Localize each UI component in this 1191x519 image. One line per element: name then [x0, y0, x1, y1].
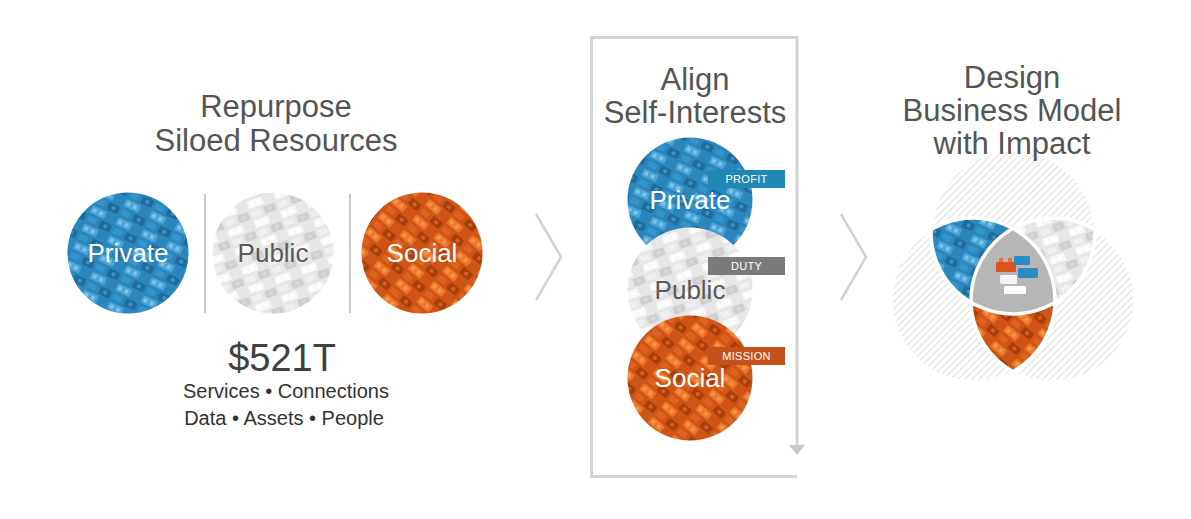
tag-text: PROFIT: [725, 174, 767, 185]
circle-label: Private: [88, 238, 169, 268]
chevron: [841, 214, 866, 300]
label-holder: $521T: [228, 337, 337, 379]
tag-text: MISSION: [722, 351, 771, 362]
section-heading: Repurpose Siloed Resources: [154, 90, 398, 158]
separator-line: [349, 194, 351, 313]
label-holder: Design Business Model with Impact: [902, 61, 1122, 160]
total-value: $521T: [228, 337, 337, 379]
circle-fill: [68, 193, 189, 314]
flow-arrow: [796, 36, 799, 446]
label-holder: Repurpose Siloed Resources: [154, 90, 398, 158]
interest-tag: MISSION: [708, 347, 785, 365]
circle-label: Private: [650, 185, 731, 215]
interest-tag: DUTY: [708, 257, 785, 275]
chevron: [536, 214, 561, 300]
venn-diagram: [891, 150, 1135, 382]
circle-label: Social: [655, 363, 726, 393]
circle-fill: [362, 193, 483, 314]
venn-center: [971, 218, 1135, 382]
interest-circle: SocialMISSION: [627, 315, 753, 441]
resource-circle: Social: [361, 192, 483, 314]
align-panel: Align Self-InterestsPrivatePROFIT Public D…: [590, 36, 797, 478]
interest-tag: PROFIT: [708, 170, 785, 188]
section-heading: Design Business Model with Impact: [902, 61, 1122, 160]
circle-label: Public: [238, 238, 309, 268]
resource-circle: Private: [67, 192, 189, 314]
resource-list: Services • Connections: [183, 379, 390, 403]
resource-circle: Public: [212, 192, 334, 314]
resource-list: Data • Assets • People: [184, 406, 384, 430]
brick-figure: [996, 256, 1038, 294]
panel-heading: Align Self-Interests: [603, 63, 786, 129]
label-holder: Data • Assets • People: [184, 406, 384, 430]
circle-label: Social: [387, 238, 458, 268]
label-holder: Services • Connections: [183, 379, 390, 403]
separator-line: [204, 194, 206, 313]
circle-label: Public: [655, 275, 726, 305]
tag-text: DUTY: [731, 261, 762, 272]
circle-fill: [628, 316, 753, 441]
arrow-head: [789, 445, 805, 455]
circle-fill: [213, 193, 334, 314]
